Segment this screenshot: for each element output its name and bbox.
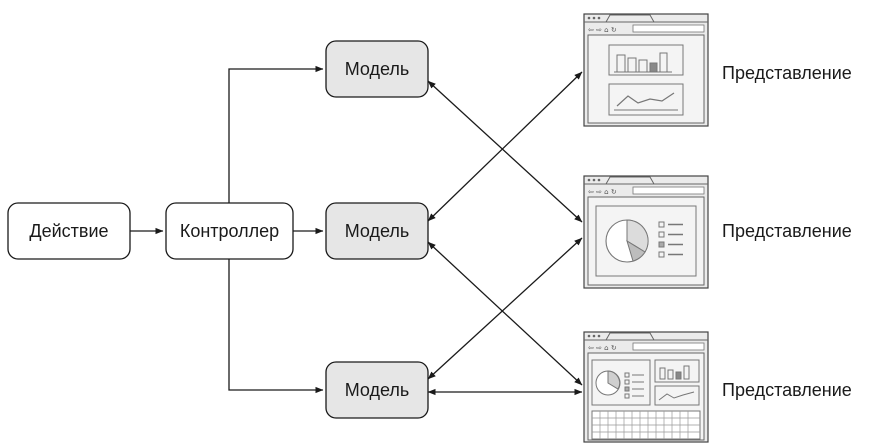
arrow-controller-to-model-bottom: [228, 259, 324, 394]
browser-window-icon: ⇦ ⇨ ⌂ ↻: [583, 13, 709, 127]
list-icon: [658, 221, 683, 258]
line-chart-icon: [616, 92, 675, 107]
arrow-model-middle-view-bottom: [427, 241, 583, 386]
bar-chart-icon: [614, 52, 672, 73]
model-label: Модель: [345, 221, 410, 241]
model-node-bottom: Модель: [325, 361, 429, 419]
model-node-middle: Модель: [325, 202, 429, 260]
model-label: Модель: [345, 380, 410, 400]
browser-window-icon: ⇦ ⇨ ⌂ ↻: [583, 175, 709, 289]
svg-text:⇦ ⇨ ⌂ ↻: ⇦ ⇨ ⌂ ↻: [588, 188, 617, 196]
action-node: Действие: [7, 202, 131, 260]
action-label: Действие: [29, 221, 108, 241]
arrow-controller-to-model-top: [228, 65, 324, 203]
model-node-top: Модель: [325, 40, 429, 98]
pie-chart-icon: [605, 219, 649, 263]
view-label: Представление: [722, 221, 852, 241]
view-label: Представление: [722, 380, 852, 400]
arrow-model-top-view-middle: [427, 80, 583, 223]
browser-window-icon: ⇦ ⇨ ⌂ ↻: [583, 331, 709, 443]
table-grid-icon: [591, 410, 701, 440]
view-window-top: ⇦ ⇨ ⌂ ↻ Представление: [583, 13, 852, 127]
arrow-model-bottom-view-middle: [427, 237, 583, 380]
connectors: [130, 65, 583, 396]
view-label: Представление: [722, 63, 852, 83]
view-window-bottom: ⇦ ⇨ ⌂ ↻: [583, 331, 852, 443]
arrow-model-middle-view-top: [427, 71, 583, 222]
svg-text:⇦ ⇨ ⌂ ↻: ⇦ ⇨ ⌂ ↻: [588, 344, 617, 352]
controller-label: Контроллер: [180, 221, 279, 241]
svg-text:⇦ ⇨ ⌂ ↻: ⇦ ⇨ ⌂ ↻: [588, 26, 617, 34]
view-window-middle: ⇦ ⇨ ⌂ ↻ Представление: [583, 175, 852, 289]
model-label: Модель: [345, 59, 410, 79]
controller-node: Контроллер: [165, 202, 294, 260]
